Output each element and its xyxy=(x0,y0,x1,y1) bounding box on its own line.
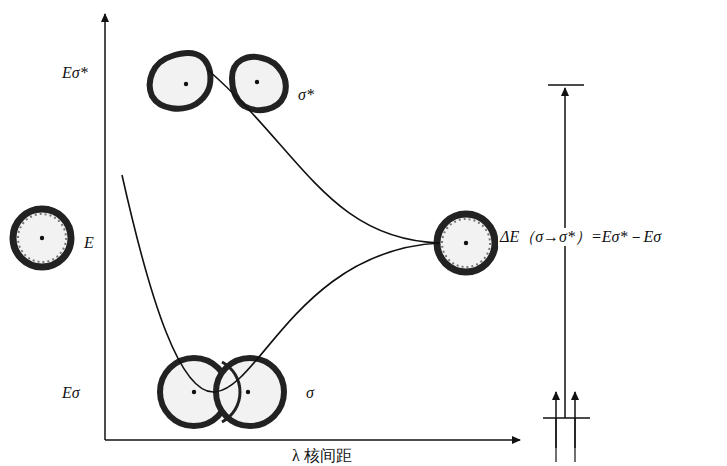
electron-tail xyxy=(555,418,556,462)
atom-orbital xyxy=(13,209,71,267)
distance-axis xyxy=(105,439,520,441)
energy-axis xyxy=(104,14,106,440)
atom-orbital xyxy=(437,214,495,272)
level-line xyxy=(543,417,590,419)
axis-label: λ 核间距 xyxy=(290,447,354,465)
energy-level-label: Eσ xyxy=(60,384,82,402)
orbital-label: σ* xyxy=(296,86,316,104)
bonding-orbital xyxy=(160,358,284,426)
bonding-curve xyxy=(122,175,440,392)
energy-level-label: E xyxy=(82,234,96,252)
gap-arrow xyxy=(564,88,566,418)
electron-tail xyxy=(574,418,575,462)
energy-level-label: Eσ* xyxy=(60,64,90,82)
antibonding-curve xyxy=(208,70,440,243)
orbital-label: σ xyxy=(304,384,316,402)
level-tick xyxy=(548,84,584,86)
energy-gap-label: ΔE（σ→σ*）=Eσ*－Eσ xyxy=(498,228,663,246)
antibonding-orbital xyxy=(150,53,286,110)
